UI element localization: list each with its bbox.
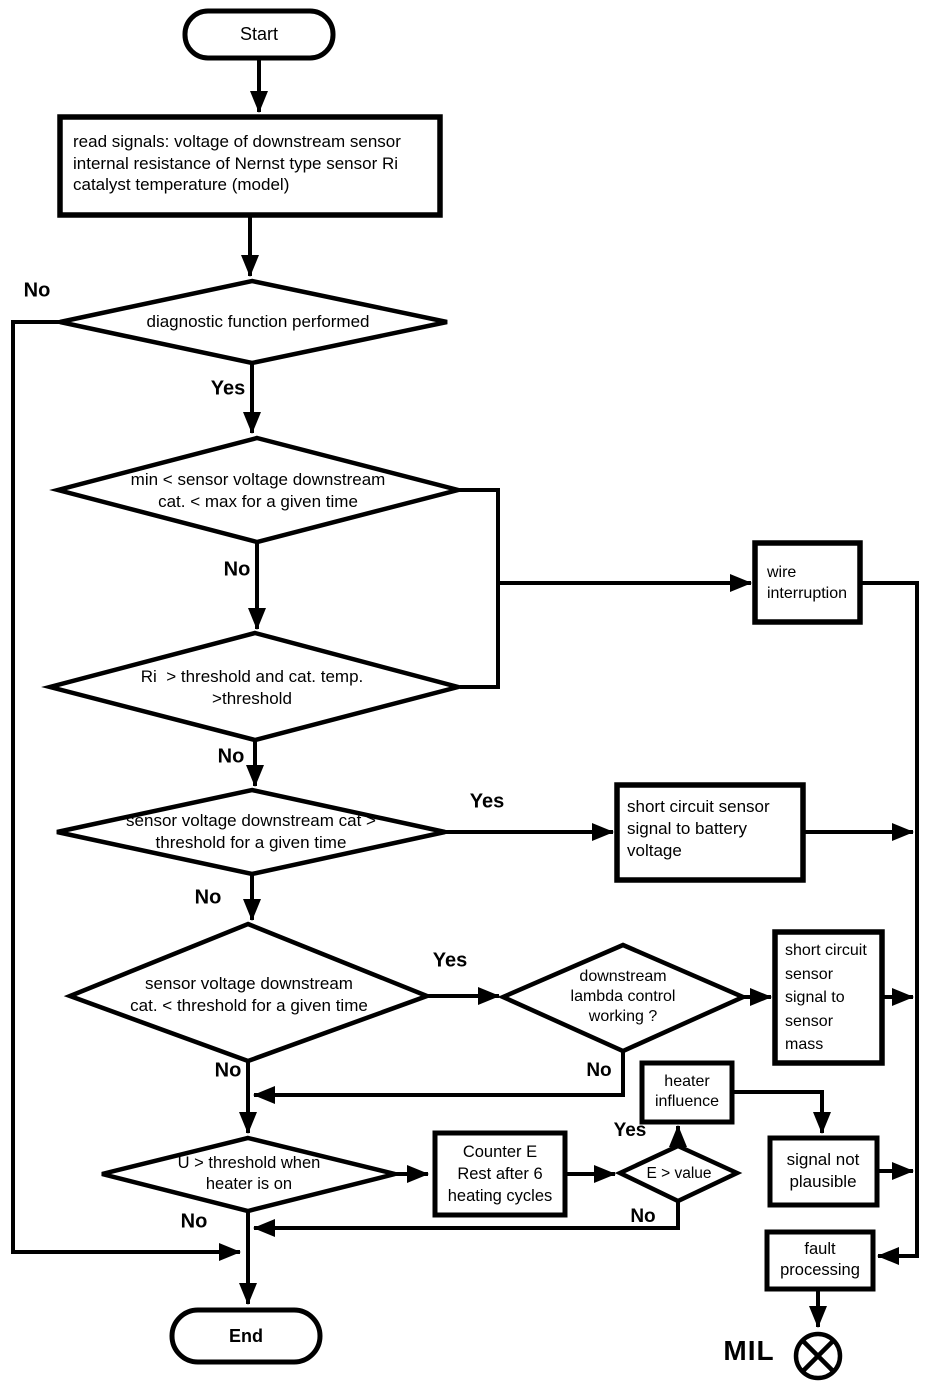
start-terminal — [182, 8, 336, 61]
decision-ri-cat-temp-label: Ri > threshold and cat. temp. >threshold — [140, 667, 364, 708]
decision-e-value — [614, 1143, 743, 1204]
decision-voltage-above — [56, 787, 446, 877]
edge-evalue-no — [253, 1201, 680, 1237]
no-label: No — [630, 1206, 656, 1227]
short-circuit-mass-box — [772, 929, 885, 1066]
no-label: No — [586, 1060, 612, 1081]
counter-e-label: Counter E Rest after 6 heating cycles — [447, 1143, 553, 1205]
edge-diagnostic-no-long — [11, 320, 241, 1261]
wire-interruption-box — [752, 540, 863, 625]
decision-ri-cat-temp — [41, 630, 467, 743]
edge-right-rail-to-fault — [860, 581, 919, 1265]
signal-not-plausible-box — [767, 1135, 880, 1208]
decision-voltage-below-label: sensor voltage downstream cat. < thresho… — [130, 974, 368, 1015]
read-signals-label: read signals: voltage of downstream sens… — [73, 132, 401, 194]
mil-lamp-icon — [793, 1331, 843, 1381]
signal-not-plausible-label: signal not plausible — [786, 1150, 860, 1191]
decision-voltage-below — [63, 921, 434, 1064]
decision-diagnostic-label: diagnostic function performed — [146, 312, 370, 331]
edge-heater-to-signal — [732, 1090, 831, 1134]
no-label: No — [194, 886, 222, 909]
start-label: Start — [239, 24, 279, 44]
decision-diagnostic — [59, 278, 448, 366]
decision-e-value-label: E > value — [646, 1165, 712, 1182]
short-circuit-mass-label: short circuit sensor signal to sensor ma… — [785, 942, 867, 1053]
decision-u-threshold — [101, 1135, 396, 1214]
edge-bracket-wire — [458, 488, 500, 689]
decision-voltage-window — [49, 435, 467, 545]
heater-influence-box — [639, 1060, 735, 1125]
decision-lambda-control-label: downstream lambda control working ? — [570, 968, 676, 1025]
yes-label: Yes — [613, 1120, 647, 1141]
yes-label: Yes — [432, 949, 468, 972]
short-circuit-battery-box — [614, 782, 806, 883]
no-label: No — [23, 279, 51, 302]
fault-processing-box — [764, 1229, 876, 1292]
heater-influence-label: heater influence — [654, 1073, 720, 1110]
end-terminal — [169, 1307, 323, 1365]
end-label: End — [229, 1326, 263, 1346]
counter-e-box — [432, 1130, 568, 1218]
yes-label: Yes — [210, 377, 246, 400]
no-label: No — [214, 1059, 242, 1082]
no-label: No — [217, 745, 245, 768]
yes-label: Yes — [469, 790, 505, 813]
wire-interruption-label: wire interruption — [766, 564, 848, 602]
no-label: No — [223, 558, 251, 581]
read-signals-box — [57, 114, 443, 218]
no-label: No — [180, 1210, 208, 1233]
decision-voltage-above-label: sensor voltage downstream cat > threshol… — [126, 811, 376, 852]
decision-u-threshold-label: U > threshold when heater is on — [177, 1154, 321, 1193]
fault-processing-label: fault processing — [780, 1240, 860, 1279]
decision-voltage-window-label: min < sensor voltage downstream cat. < m… — [130, 470, 386, 511]
mil-label: MIL — [723, 1335, 775, 1366]
edge-lambda-no — [253, 1051, 625, 1104]
short-circuit-battery-label: short circuit sensor signal to battery v… — [627, 797, 770, 860]
decision-lambda-control — [497, 942, 749, 1054]
